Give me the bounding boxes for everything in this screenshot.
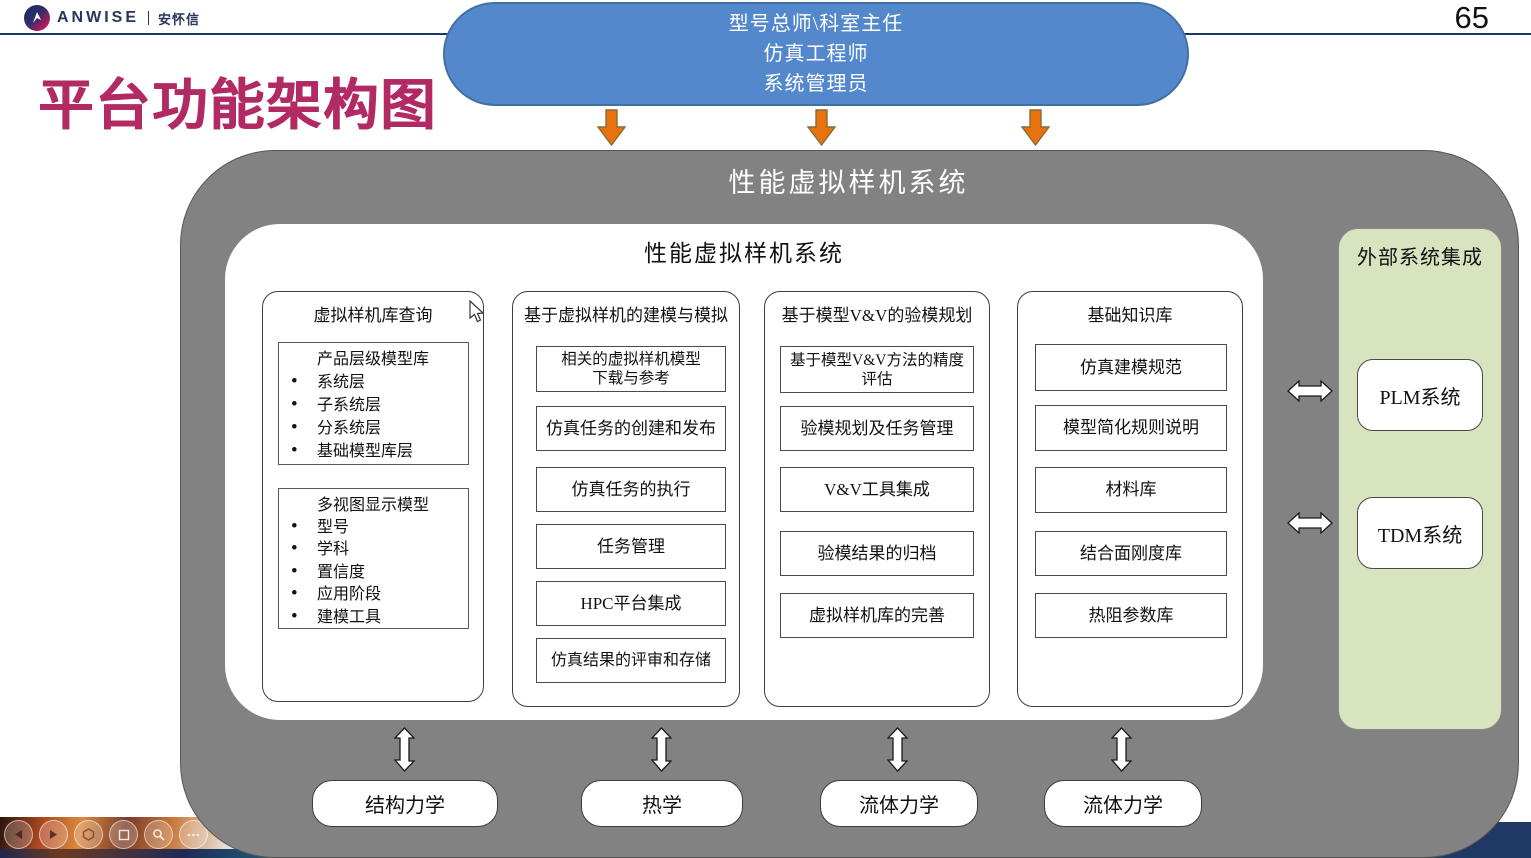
discipline-box-fluid-2: 流体力学: [1044, 780, 1202, 827]
function-box: 仿真任务的创建和发布: [536, 406, 726, 451]
bullet-item: 型号: [279, 516, 468, 539]
group-header: 多视图显示模型: [317, 497, 430, 514]
bullet-item: 系统层: [279, 370, 468, 394]
column-modeling-simulation: 基于虚拟样机的建模与模拟 相关的虚拟样机模型下载与参考 仿真任务的创建和发布 仿…: [512, 291, 740, 707]
function-box: 基于模型V&V方法的精度评估: [780, 346, 974, 393]
role-line-2: 仿真工程师: [763, 43, 869, 65]
function-box: 虚拟样机库的完善: [780, 593, 974, 638]
horizontal-double-arrow-icon: [1287, 511, 1333, 539]
bullet-item: 分系统层: [279, 416, 468, 440]
function-box: 仿真结果的评审和存储: [536, 638, 726, 683]
vertical-double-arrow-icon: [393, 727, 416, 777]
function-box: 相关的虚拟样机模型下载与参考: [536, 346, 726, 392]
bullet-item: 学科: [279, 538, 468, 561]
previous-slide-button[interactable]: [4, 820, 33, 849]
inner-system-title: 性能虚拟样机系统: [644, 241, 844, 266]
function-box: 验模规划及任务管理: [780, 406, 974, 451]
function-box: 仿真建模规范: [1035, 344, 1227, 391]
column-title: 虚拟样机库查询: [313, 306, 433, 325]
external-systems-title: 外部系统集成: [1357, 247, 1483, 269]
bullet-item: 基础模型库层: [279, 439, 468, 463]
vertical-double-arrow-icon: [886, 727, 909, 777]
slide-title: 平台功能架构图: [38, 74, 438, 136]
next-slide-button[interactable]: [39, 820, 68, 849]
column-title: 基于模型V&V的验模规划: [781, 306, 973, 325]
column-virtual-prototype-query: 虚拟样机库查询 产品层级模型库 系统层 子系统层 分系统层 基础模型库层 多视图…: [262, 291, 484, 702]
hexagon-decoration-icon: [74, 820, 103, 849]
function-box: 仿真任务的执行: [536, 467, 726, 512]
anwise-logo: ANWISE 安怀信: [24, 4, 200, 32]
function-box: 热阻参数库: [1035, 593, 1227, 638]
vertical-double-arrow-icon: [1110, 727, 1133, 777]
zoom-tool-button[interactable]: [144, 820, 173, 849]
product-level-model-library-group: 产品层级模型库 系统层 子系统层 分系统层 基础模型库层: [278, 342, 469, 465]
vertical-double-arrow-icon: [650, 727, 673, 777]
bullet-item: 子系统层: [279, 393, 468, 417]
roles-capsule: 型号总师\科室主任 仿真工程师 系统管理员: [443, 2, 1189, 106]
discipline-box-structural: 结构力学: [312, 780, 498, 827]
bullet-item: 应用阶段: [279, 583, 468, 606]
function-box: V&V工具集成: [780, 467, 974, 512]
external-systems-panel: 外部系统集成 PLM系统 TDM系统: [1338, 228, 1502, 730]
function-box: 任务管理: [536, 524, 726, 569]
down-arrow-icon: [596, 109, 627, 147]
anwise-logo-icon: [24, 5, 50, 31]
down-arrow-icon: [1020, 109, 1051, 147]
function-box: 结合面刚度库: [1035, 531, 1227, 576]
page-number: 65: [1454, 0, 1489, 35]
column-knowledge-base: 基础知识库 仿真建模规范 模型简化规则说明 材料库 结合面刚度库 热阻参数库: [1017, 291, 1243, 707]
function-box: 材料库: [1035, 467, 1227, 513]
discipline-box-thermal: 热学: [581, 780, 743, 827]
multi-view-model-group: 多视图显示模型 型号 学科 置信度 应用阶段 建模工具: [278, 488, 469, 629]
tdm-system-box: TDM系统: [1357, 497, 1483, 569]
outer-system-title: 性能虚拟样机系统: [728, 168, 969, 198]
down-arrow-icon: [806, 109, 837, 147]
function-box: 模型简化规则说明: [1035, 405, 1227, 451]
function-box: 验模结果的归档: [780, 531, 974, 576]
slideshow-toolbar: [4, 820, 208, 852]
column-vv-validation-planning: 基于模型V&V的验模规划 基于模型V&V方法的精度评估 验模规划及任务管理 V&…: [764, 291, 990, 707]
logo-text-en: ANWISE: [57, 9, 139, 26]
plm-system-box: PLM系统: [1357, 359, 1483, 431]
bullet-item: 置信度: [279, 561, 468, 584]
horizontal-double-arrow-icon: [1287, 379, 1333, 407]
column-title: 基础知识库: [1087, 306, 1173, 325]
mouse-cursor-icon: [468, 299, 485, 329]
logo-divider: [148, 11, 149, 25]
column-title: 基于虚拟样机的建模与模拟: [524, 306, 728, 325]
bullet-item: 建模工具: [279, 606, 468, 629]
role-line-1: 型号总师\科室主任: [728, 13, 904, 35]
logo-text-cn: 安怀信: [158, 11, 201, 27]
discipline-box-fluid-1: 流体力学: [820, 780, 978, 827]
function-box: HPC平台集成: [536, 581, 726, 626]
group-header: 产品层级模型库: [317, 351, 430, 368]
frame-tool-button[interactable]: [109, 820, 138, 849]
role-line-3: 系统管理员: [763, 73, 869, 95]
